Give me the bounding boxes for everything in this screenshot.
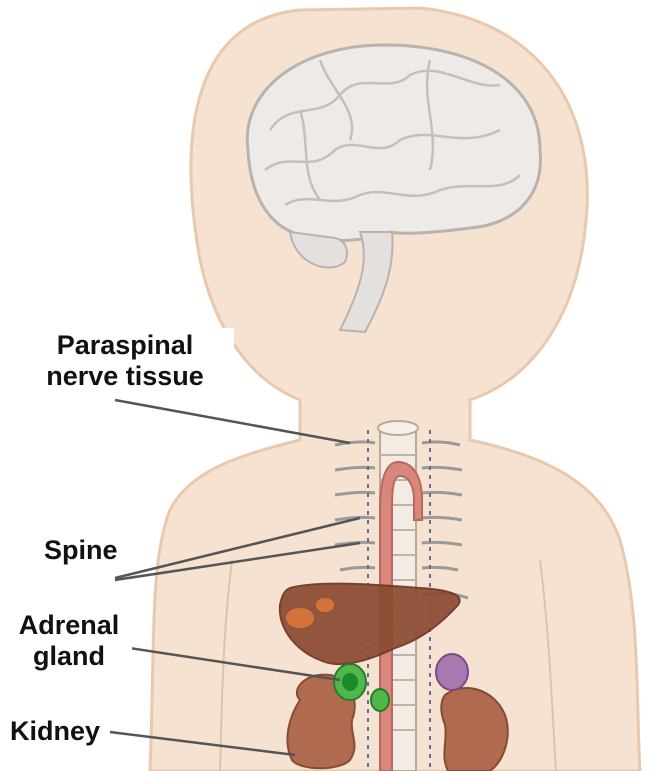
liver-lesion: [286, 608, 314, 628]
label-adrenal-gland: Adrenal gland: [6, 608, 132, 674]
label-paraspinal-line1: Paraspinal: [20, 330, 230, 361]
adrenal-tumor-small: [371, 689, 389, 711]
label-adrenal-line1: Adrenal: [10, 610, 128, 641]
brain-shape: [247, 45, 540, 241]
label-kidney: Kidney: [6, 714, 104, 749]
vertebra-top: [378, 421, 418, 435]
adrenal-tumor-left-core: [342, 673, 358, 691]
label-spine: Spine: [40, 533, 122, 568]
label-paraspinal-nerve-tissue: Paraspinal nerve tissue: [16, 328, 234, 394]
label-paraspinal-line2: nerve tissue: [20, 361, 230, 392]
liver-lesion: [316, 598, 334, 612]
label-adrenal-line2: gland: [10, 641, 128, 672]
adrenal-tumor-right: [436, 654, 468, 690]
